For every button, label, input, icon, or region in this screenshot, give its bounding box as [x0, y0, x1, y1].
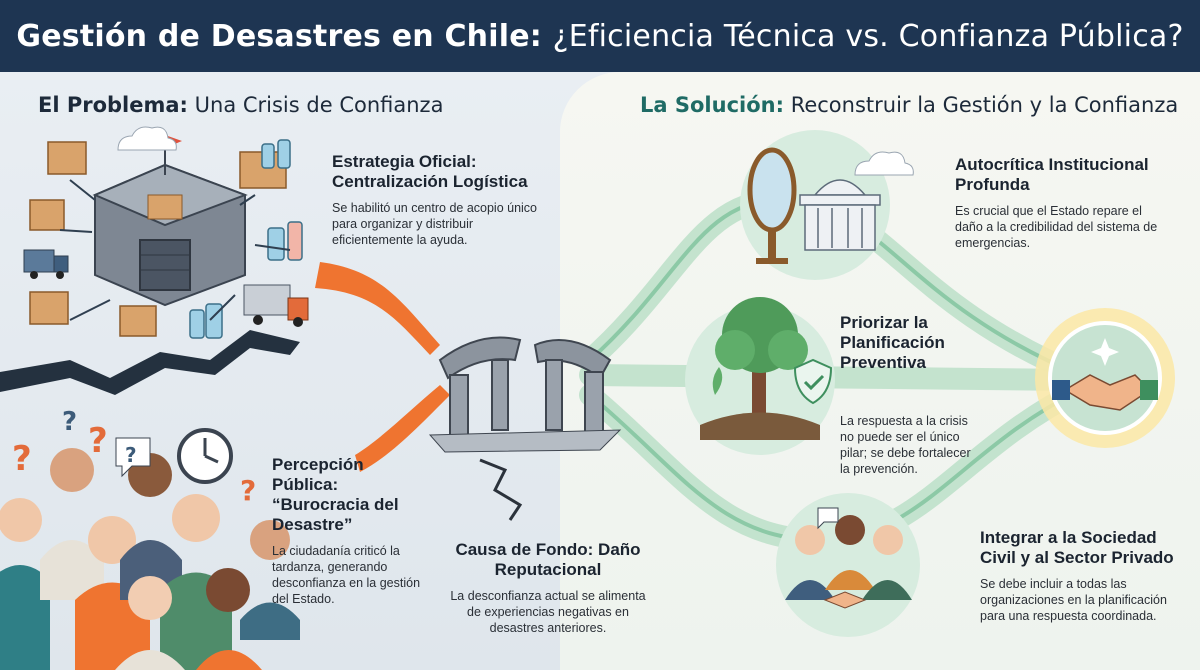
ground-crack-icon — [0, 330, 300, 395]
problem-title: El Problema: Una Crisis de Confianza — [38, 93, 443, 117]
svg-text:?: ? — [62, 407, 77, 437]
capitol-icon — [799, 179, 881, 251]
prevention-block: Priorizar la Planificación Preventiva La… — [840, 313, 980, 477]
perception-heading: Percepción Pública: “Burocracia del Desa… — [272, 455, 399, 534]
people-icon — [785, 507, 912, 609]
solution-title: La Solución: Reconstruir la Gestión y la… — [640, 93, 1178, 117]
integration-block: Integrar a la Sociedad Civil y al Sector… — [980, 528, 1180, 624]
prevention-body: La respuesta a la crisis no puede ser el… — [840, 414, 971, 476]
self-critique-heading: Autocrítica Institucional Profunda — [955, 155, 1149, 194]
perception-body: La ciudadanía criticó la tardanza, gener… — [272, 544, 421, 606]
tree-icon — [700, 297, 820, 440]
strategy-body: Se habilitó un centro de acopio único pa… — [332, 201, 538, 247]
solution-title-light: Reconstruir la Gestión y la Confianza — [790, 93, 1179, 117]
self-critique-body: Es crucial que el Estado repare el daño … — [955, 204, 1158, 250]
mirror-capitol-circle — [740, 130, 914, 280]
strategy-block: Estrategia Oficial: Centralización Logís… — [332, 152, 552, 248]
integration-body: Se debe incluir a todas las organizacion… — [980, 577, 1167, 623]
flow-arrows-icon — [59, 179, 291, 321]
svg-text:?: ? — [88, 421, 108, 461]
title-strong: Gestión de Desastres en Chile: — [16, 18, 542, 54]
broken-bridge-icon — [428, 336, 622, 521]
self-critique-block: Autocrítica Institucional Profunda Es cr… — [955, 155, 1170, 251]
solution-title-strong: La Solución: — [640, 93, 784, 117]
truck-icon — [23, 249, 309, 327]
perception-block: Percepción Pública: “Burocracia del Desa… — [272, 455, 422, 607]
mirror-icon — [747, 147, 797, 264]
root-cause-body: La desconfianza actual se alimenta de ex… — [450, 589, 646, 635]
handshake-sun-circle — [1035, 308, 1175, 448]
shield-icon — [793, 358, 833, 405]
cloud-icon — [117, 126, 177, 151]
integration-heading: Integrar a la Sociedad Civil y al Sector… — [980, 528, 1174, 567]
question-mark-icon: ? ? ? ? — [12, 407, 256, 507]
strategy-heading: Estrategia Oficial: Centralización Logís… — [332, 152, 528, 191]
svg-text:?: ? — [240, 474, 256, 507]
problem-title-strong: El Problema: — [38, 93, 188, 117]
tree-circle — [685, 297, 835, 455]
root-cause-block: Causa de Fondo: Daño Reputacional La des… — [448, 540, 648, 636]
thought-cloud-icon — [854, 151, 914, 176]
title-light: ¿Eficiencia Técnica vs. Confianza Públic… — [552, 18, 1184, 54]
problem-title-light: Una Crisis de Confianza — [194, 93, 444, 117]
handshake-icon — [1052, 374, 1158, 411]
crowd-icon — [0, 448, 300, 670]
page-title: Gestión de Desastres en Chile: ¿Eficienc… — [16, 19, 1183, 54]
svg-text:?: ? — [12, 439, 32, 479]
warehouse-icon — [92, 135, 248, 307]
sparkle-icon — [1091, 338, 1119, 366]
prevention-heading: Priorizar la Planificación Preventiva — [840, 313, 945, 372]
root-cause-heading: Causa de Fondo: Daño Reputacional — [455, 540, 641, 579]
orange-arrows — [315, 262, 450, 472]
box-icon — [29, 141, 287, 337]
people-circle — [776, 493, 920, 637]
svg-text:?: ? — [125, 443, 137, 467]
header-bar: Gestión de Desastres en Chile: ¿Eficienc… — [0, 0, 1200, 72]
speech-question-icon: ? — [115, 437, 151, 478]
clock-icon — [177, 428, 233, 484]
